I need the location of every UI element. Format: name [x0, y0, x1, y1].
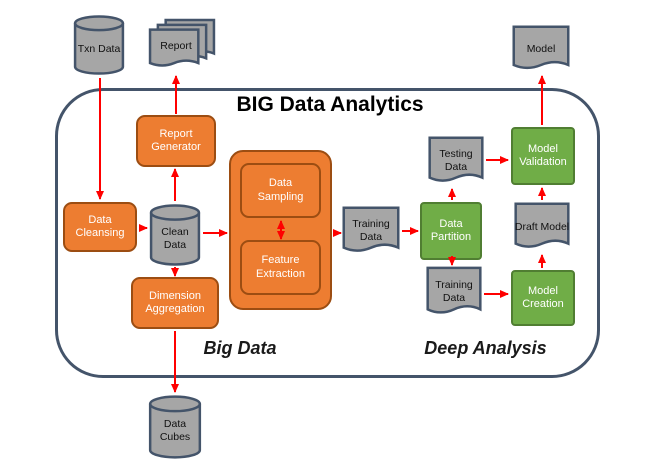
testing-data-label: Testing Data — [439, 148, 473, 173]
diagram-title: BIG Data Analytics — [236, 93, 424, 116]
deep-analysis-section-label: Deep Analysis — [424, 338, 547, 358]
model-validation-label: Model Validation — [519, 142, 567, 168]
data-cubes-datastore: Data Cubes — [148, 394, 202, 460]
cylinder-icon — [148, 394, 202, 460]
model-document: Model — [512, 25, 570, 73]
data-cleansing-process: Data Cleansing — [63, 202, 137, 252]
model-validation-process: Model Validation — [511, 127, 575, 185]
data-sampling-label: Data Sampling — [257, 177, 304, 203]
txn-data-label: Txn Data — [77, 42, 121, 55]
dimension-aggregation-process: Dimension Aggregation — [131, 277, 219, 329]
data-partition-label: Data Partition — [430, 217, 472, 243]
clean-data-label: Clean Data — [161, 226, 189, 251]
clean-data-datastore: Clean Data — [149, 203, 201, 267]
feature-extraction-label: Feature Extraction — [256, 254, 305, 280]
draft-model-document: Draft Model — [514, 202, 570, 252]
cylinder-icon — [73, 14, 125, 76]
draft-model-label: Draft Model — [514, 220, 570, 233]
report-document-stack: Report — [148, 18, 216, 74]
data-partition-process: Data Partition — [420, 202, 482, 260]
cylinder-icon — [149, 203, 201, 267]
data-cubes-label: Data Cubes — [159, 418, 191, 443]
testing-data-document: Testing Data — [428, 136, 484, 186]
document-icon — [426, 266, 482, 318]
model-label: Model — [526, 42, 556, 55]
document-icon — [428, 136, 484, 186]
model-creation-process: Model Creation — [511, 270, 575, 326]
feature-extraction-process: Feature Extraction — [240, 240, 321, 295]
document-icon — [342, 206, 400, 256]
data-sampling-process: Data Sampling — [240, 163, 321, 218]
txn-data-datastore: Txn Data — [73, 14, 125, 76]
training-data-document-mid: Training Data — [342, 206, 400, 256]
document-icon — [514, 202, 570, 252]
big-data-section-label: Big Data — [203, 338, 277, 358]
model-creation-label: Model Creation — [522, 284, 564, 310]
document-stack-icon — [148, 18, 216, 74]
training-data-document-right: Training Data — [426, 266, 482, 318]
report-generator-label: Report Generator — [151, 127, 201, 153]
report-label: Report — [160, 39, 192, 52]
training-data-right-label: Training Data — [435, 279, 473, 304]
document-icon — [512, 25, 570, 73]
data-cleansing-label: Data Cleansing — [75, 213, 125, 239]
report-generator-process: Report Generator — [136, 115, 216, 167]
training-data-mid-label: Training Data — [352, 218, 390, 243]
dimension-aggregation-label: Dimension Aggregation — [145, 289, 205, 315]
